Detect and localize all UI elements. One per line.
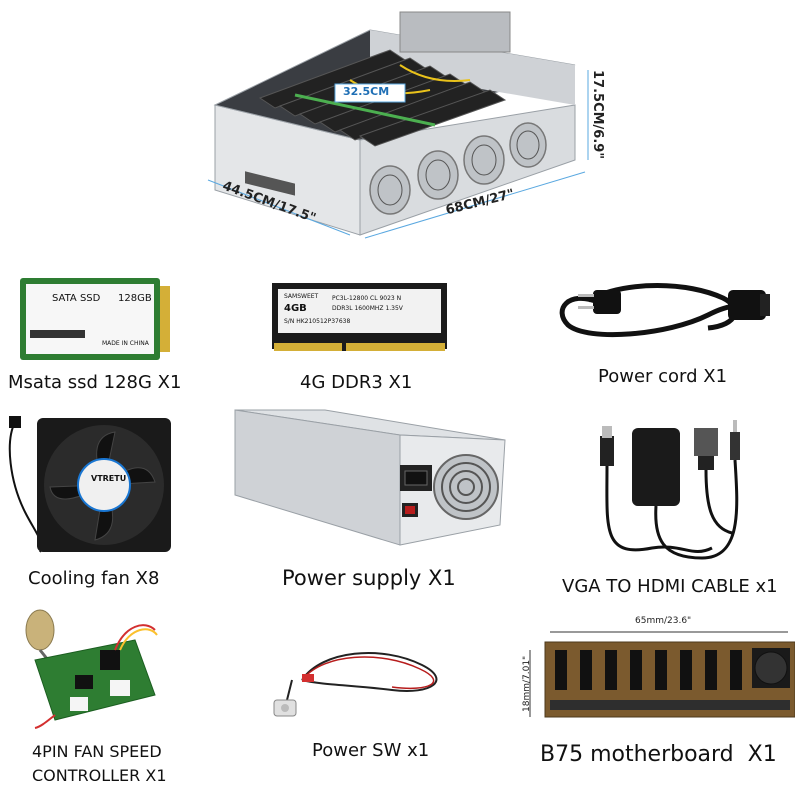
power-supply bbox=[230, 405, 510, 550]
ssd-label-brand: SATA SSD bbox=[52, 293, 101, 304]
psu-illustration bbox=[234, 409, 506, 546]
mining-rig-case: 32.5CM 44.5CM/17.5" 68CM/27" 17.5CM/6.9" bbox=[200, 10, 605, 240]
ram-label-spec: PC3L-12800 CL 9023 N bbox=[332, 295, 402, 302]
power-switch-illustration bbox=[273, 652, 438, 717]
msata-ssd: SATA SSD 128GB MADE IN CHINA bbox=[20, 278, 170, 360]
cooling-fan: VTRETU bbox=[5, 412, 175, 560]
fan-speed-controller bbox=[15, 605, 160, 730]
vga-caption: VGA TO HDMI CABLE x1 bbox=[562, 576, 778, 597]
vga-hdmi-cable bbox=[592, 418, 757, 568]
fan-controller-illustration bbox=[25, 609, 158, 729]
ram-label-spec2: DDR3L 1600MHZ 1.35V bbox=[332, 305, 403, 312]
power-cord bbox=[548, 270, 788, 350]
power-cord-caption: Power cord X1 bbox=[598, 366, 728, 387]
ssd-label-size: 128GB bbox=[118, 293, 152, 304]
b75-motherboard: 65mm/23.6" 18mm/7.01" bbox=[520, 612, 795, 722]
rig-inner-dimension: 32.5CM bbox=[343, 85, 390, 98]
motherboard-height-dimension: 18mm/7.01" bbox=[522, 655, 532, 712]
fan-controller-caption-line2: CONTROLLER X1 bbox=[32, 766, 167, 785]
rig-case-illustration bbox=[207, 11, 589, 239]
ram-label-size: 4GB bbox=[284, 303, 307, 314]
motherboard-caption: B75 motherboard X1 bbox=[540, 742, 777, 767]
power-sw-caption: Power SW x1 bbox=[312, 740, 430, 761]
vga-cable-illustration bbox=[600, 420, 740, 560]
psu-caption: Power supply X1 bbox=[282, 566, 456, 590]
power-switch bbox=[262, 640, 462, 720]
fan-controller-caption-line1: 4PIN FAN SPEED bbox=[32, 742, 162, 761]
ram-illustration bbox=[272, 283, 447, 351]
ssd-caption: Msata ssd 128G X1 bbox=[8, 372, 182, 393]
fan-brand: VTRETU bbox=[91, 474, 127, 483]
ram-label-sn: S/N HK210512P37638 bbox=[284, 318, 351, 325]
cooling-fan-illustration bbox=[8, 416, 171, 553]
power-cord-illustration bbox=[559, 283, 770, 338]
ssd-illustration bbox=[20, 278, 170, 360]
rig-height-dimension: 17.5CM/6.9" bbox=[590, 70, 605, 160]
ssd-label-made: MADE IN CHINA bbox=[102, 340, 149, 347]
ram-caption: 4G DDR3 X1 bbox=[300, 372, 413, 393]
ddr3-ram: SAMSWEET 4GB PC3L-12800 CL 9023 N DDR3L … bbox=[272, 283, 447, 353]
ram-label-brand: SAMSWEET bbox=[284, 293, 319, 300]
fan-caption: Cooling fan X8 bbox=[28, 568, 160, 589]
motherboard-width-dimension: 65mm/23.6" bbox=[635, 616, 692, 626]
motherboard-illustration bbox=[529, 631, 795, 718]
